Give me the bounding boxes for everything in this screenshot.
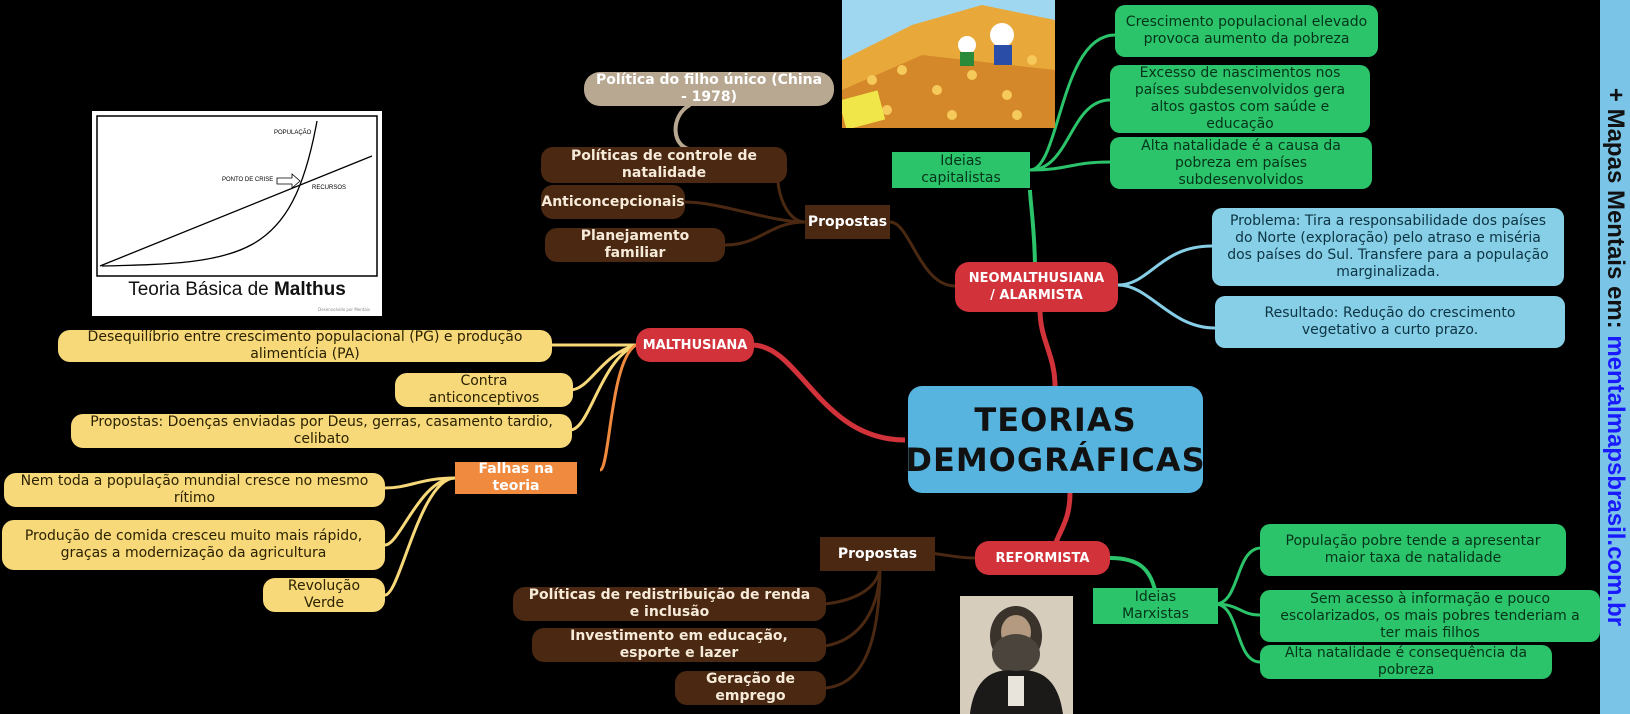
capitalistas-item-alta-natalidade[interactable]: Alta natalidade é a causa da pobreza em … <box>1110 137 1372 189</box>
comic-coins-image <box>842 0 1055 128</box>
capitalistas-item-crescimento[interactable]: Crescimento populacional elevado provoca… <box>1115 5 1378 57</box>
graph-caption-prefix: Teoria Básica de <box>128 279 269 300</box>
central-node[interactable]: TEORIAS DEMOGRÁFICAS <box>905 386 1206 493</box>
label-recursos: RECURSOS <box>312 185 347 191</box>
sidebar-site-link[interactable]: mentalmapsbrasil.com.br <box>1602 335 1629 627</box>
reformista-item-emprego[interactable]: Geração de emprego <box>675 671 826 705</box>
malthus-graph: POPULAÇÃO PONTO DE CRISE RECURSOS Teoria… <box>92 111 382 316</box>
neomalthusiana-propostas-node[interactable]: Propostas <box>805 205 890 239</box>
neomalthusiana-problema[interactable]: Problema: Tira a responsabilidade dos pa… <box>1212 208 1564 286</box>
neomalthusiana-resultado[interactable]: Resultado: Redução do crescimento vegeta… <box>1215 296 1565 348</box>
central-title-line1: TEORIAS <box>974 400 1137 439</box>
sidebar-banner: + Mapas Mentais em: mentalmapsbrasil.com… <box>1600 0 1630 714</box>
graph-credit: Desenvolvido por Mentais <box>318 307 370 312</box>
malthusiana-node[interactable]: MALTHUSIANA <box>636 328 754 362</box>
central-title-line2: DEMOGRÁFICAS <box>905 440 1206 479</box>
sidebar-text: + Mapas Mentais em: mentalmapsbrasil.com… <box>1601 88 1629 626</box>
marx-portrait-image <box>960 596 1073 714</box>
neomalthusiana-node[interactable]: NEOMALTHUSIANA / ALARMISTA <box>955 262 1118 312</box>
label-populacao: POPULAÇÃO <box>274 130 312 136</box>
falhas-item-producao[interactable]: Produção de comida cresceu muito mais rá… <box>2 520 385 570</box>
propostas-item-controle-natalidade[interactable]: Políticas de controle de natalidade <box>541 147 787 183</box>
label-ponto-crise: PONTO DE CRISE <box>222 177 274 183</box>
marxistas-item-acesso-informacao[interactable]: Sem acesso à informação e pouco escolari… <box>1260 590 1600 642</box>
falhas-na-teoria-node[interactable]: Falhas na teoria <box>455 461 577 494</box>
ideias-marxistas-node[interactable]: Ideias Marxistas <box>1093 588 1218 624</box>
graph-caption-bold: Malthus <box>273 279 346 300</box>
graph-caption: Teoria Básica de Malthus <box>92 279 382 301</box>
recursos-line <box>99 155 373 267</box>
capitalistas-item-excesso[interactable]: Excesso de nascimentos nos países subdes… <box>1110 65 1370 133</box>
propostas-item-anticoncepcionais[interactable]: Anticoncepcionais <box>541 185 685 219</box>
arrow-icon <box>276 173 301 189</box>
politica-filho-unico-node[interactable]: Política do filho único (China - 1978) <box>584 72 834 106</box>
marxistas-item-taxa-natalidade[interactable]: População pobre tende a apresentar maior… <box>1260 524 1566 576</box>
malthusiana-item-anticonceptivos[interactable]: Contra anticonceptivos <box>395 373 573 407</box>
malthusiana-item-desequilibrio[interactable]: Desequilíbrio entre crescimento populaci… <box>58 329 552 362</box>
populacao-curve <box>101 120 318 267</box>
marxistas-item-consequencia[interactable]: Alta natalidade é consequência da pobrez… <box>1260 645 1552 679</box>
falhas-item-ritimo[interactable]: Nem toda a população mundial cresce no m… <box>4 473 385 507</box>
reformista-item-redistribuicao[interactable]: Políticas de redistribuição de renda e i… <box>513 587 826 621</box>
propostas-item-planejamento-familiar[interactable]: Planejamento familiar <box>545 228 725 262</box>
reformista-item-educacao[interactable]: Investimento em educação, esporte e laze… <box>532 628 826 662</box>
falhas-item-revolucao-verde[interactable]: Revolução Verde <box>263 578 385 612</box>
malthusiana-item-propostas[interactable]: Propostas: Doenças enviadas por Deus, ge… <box>71 414 572 448</box>
reformista-propostas-node[interactable]: Propostas <box>820 537 935 571</box>
reformista-node[interactable]: REFORMISTA <box>975 541 1110 575</box>
ideias-capitalistas-node[interactable]: Ideias capitalistas <box>892 152 1030 188</box>
sidebar-prefix: + Mapas Mentais em: <box>1602 87 1629 329</box>
malthus-graph-svg <box>96 115 378 277</box>
